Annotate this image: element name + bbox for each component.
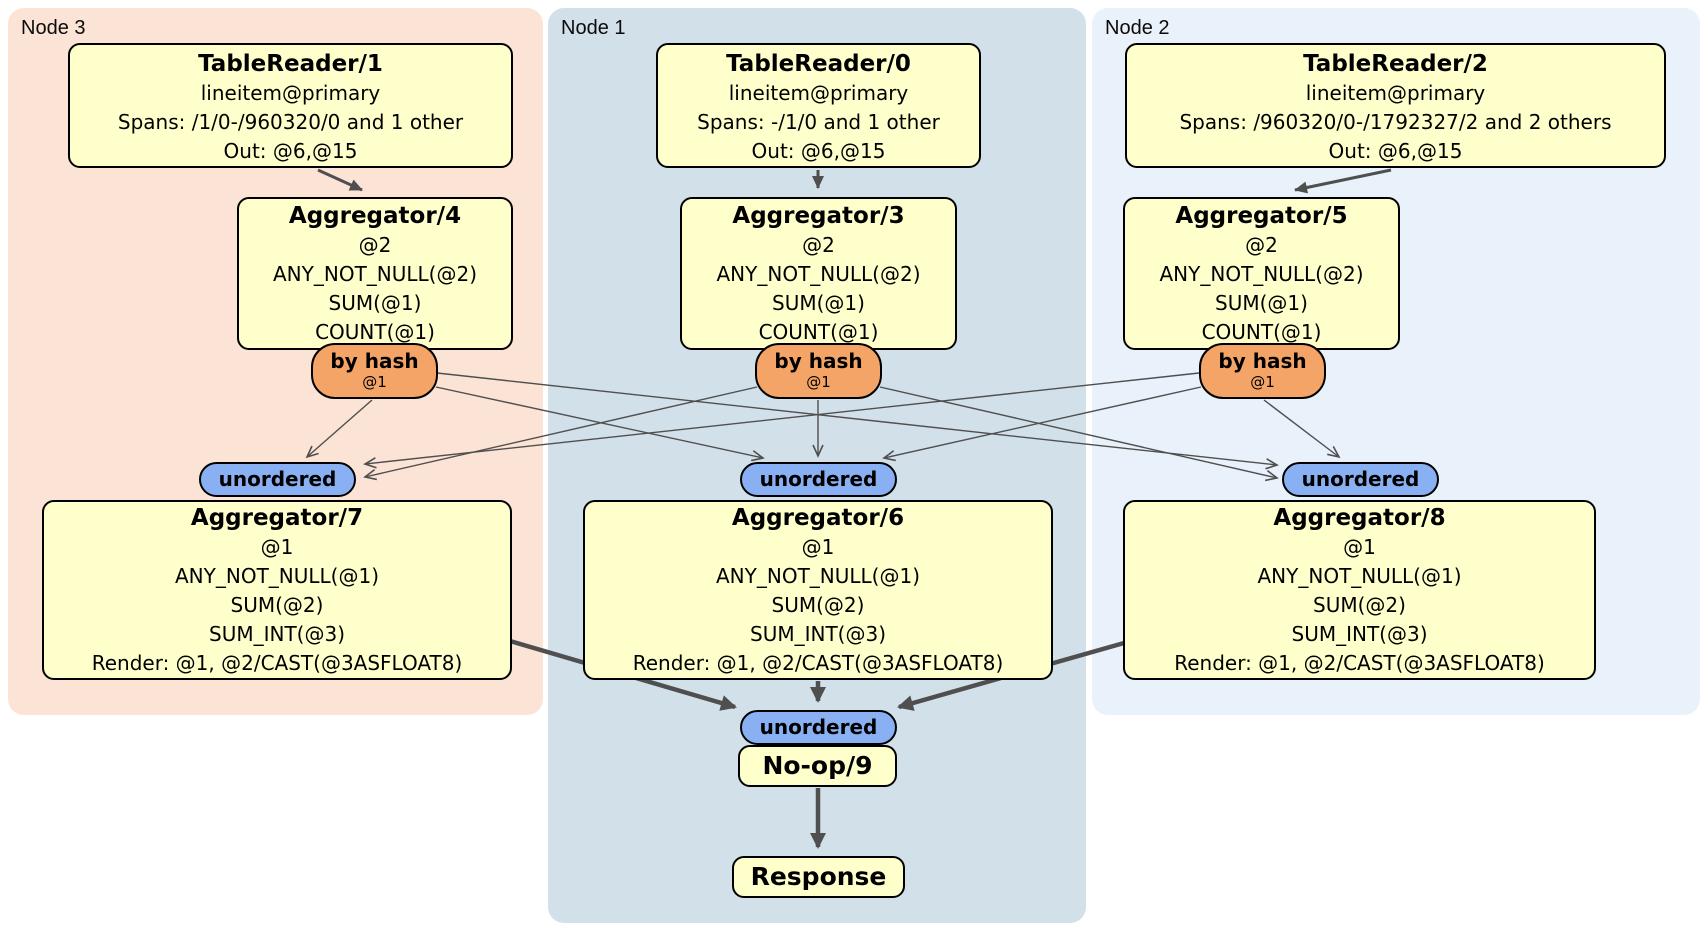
tablereader-2-index: lineitem@primary — [1305, 81, 1486, 105]
unordered-sync-9: unordered — [740, 710, 897, 745]
hash-router-5: by hash @1 — [1199, 343, 1326, 399]
aggregator-3-fn1: ANY_NOT_NULL(@2) — [716, 262, 921, 286]
aggregator-7-title: Aggregator/7 — [190, 505, 364, 531]
tablereader-2-title: TableReader/2 — [1303, 51, 1488, 77]
response-title: Response — [750, 862, 887, 891]
tablereader-2-out: Out: @6,@15 — [1328, 139, 1463, 163]
aggregator-5-title: Aggregator/5 — [1175, 203, 1348, 229]
aggregator-4-groupcols: @2 — [358, 233, 392, 257]
aggregator-3-box: Aggregator/3 @2 ANY_NOT_NULL(@2) SUM(@1)… — [680, 197, 957, 350]
aggregator-5-fn3: COUNT(@1) — [1201, 320, 1322, 344]
aggregator-6-groupcols: @1 — [801, 535, 835, 559]
aggregator-3-fn2: SUM(@1) — [772, 291, 865, 315]
aggregator-6-fn2: SUM(@2) — [771, 593, 865, 617]
aggregator-8-render: Render: @1, @2/CAST(@3ASFLOAT8) — [1174, 651, 1545, 675]
group-node2-label: Node 2 — [1105, 17, 1170, 39]
aggregator-4-fn2: SUM(@1) — [328, 291, 422, 315]
response-box: Response — [732, 856, 905, 898]
tablereader-0-title: TableReader/0 — [726, 51, 911, 77]
tablereader-1-spans: Spans: /1/0-/960320/0 and 1 other — [117, 110, 464, 134]
hash-router-3-label: by hash — [774, 349, 863, 373]
aggregator-5-groupcols: @2 — [1245, 233, 1278, 257]
hash-router-4-label: by hash — [330, 349, 419, 373]
aggregator-5-box: Aggregator/5 @2 ANY_NOT_NULL(@2) SUM(@1)… — [1123, 197, 1400, 350]
aggregator-4-box: Aggregator/4 @2 ANY_NOT_NULL(@2) SUM(@1)… — [237, 197, 513, 350]
noop-9-title: No-op/9 — [762, 751, 873, 780]
aggregator-7-render: Render: @1, @2/CAST(@3ASFLOAT8) — [91, 651, 463, 675]
unordered-sync-8: unordered — [1282, 462, 1439, 497]
aggregator-8-fn3: SUM_INT(@3) — [1291, 622, 1428, 646]
tablereader-0-spans: Spans: -/1/0 and 1 other — [697, 110, 940, 134]
hash-router-4-detail: @1 — [362, 373, 387, 391]
hash-router-3-detail: @1 — [806, 373, 831, 391]
aggregator-7-fn2: SUM(@2) — [230, 593, 324, 617]
aggregator-3-fn3: COUNT(@1) — [758, 320, 879, 344]
hash-router-4: by hash @1 — [311, 343, 438, 399]
tablereader-0-index: lineitem@primary — [728, 81, 909, 105]
aggregator-4-fn3: COUNT(@1) — [315, 320, 435, 344]
tablereader-1-box: TableReader/1 lineitem@primary Spans: /1… — [68, 43, 513, 168]
aggregator-6-title: Aggregator/6 — [731, 505, 905, 531]
tablereader-0-out: Out: @6,@15 — [751, 139, 886, 163]
tablereader-2-spans: Spans: /960320/0-/1792327/2 and 2 others — [1179, 110, 1612, 134]
hash-router-3: by hash @1 — [755, 343, 882, 399]
group-node1-label: Node 1 — [561, 17, 626, 39]
unordered-sync-6: unordered — [740, 462, 897, 497]
group-node3-label: Node 3 — [21, 17, 86, 39]
tablereader-1-out: Out: @6,@15 — [223, 139, 358, 163]
hash-router-5-detail: @1 — [1250, 373, 1275, 391]
tablereader-0-box: TableReader/0 lineitem@primary Spans: -/… — [656, 43, 981, 168]
aggregator-7-fn3: SUM_INT(@3) — [209, 622, 345, 646]
aggregator-7-groupcols: @1 — [260, 535, 294, 559]
tablereader-arrows — [317, 168, 1392, 194]
aggregator-8-groupcols: @1 — [1343, 535, 1376, 559]
aggregator-6-fn3: SUM_INT(@3) — [750, 622, 886, 646]
aggregator-8-fn1: ANY_NOT_NULL(@1) — [1257, 564, 1462, 588]
aggregator-5-fn1: ANY_NOT_NULL(@2) — [1159, 262, 1364, 286]
noop-9-box: No-op/9 — [738, 745, 897, 787]
aggregator-3-title: Aggregator/3 — [732, 203, 905, 229]
aggregator-4-fn1: ANY_NOT_NULL(@2) — [273, 262, 477, 286]
aggregator-7-fn1: ANY_NOT_NULL(@1) — [175, 564, 379, 588]
aggregator-6-fn1: ANY_NOT_NULL(@1) — [716, 564, 920, 588]
aggregator-6-render: Render: @1, @2/CAST(@3ASFLOAT8) — [632, 651, 1004, 675]
tablereader-2-box: TableReader/2 lineitem@primary Spans: /9… — [1125, 43, 1666, 168]
hash-router-edges — [305, 372, 1341, 482]
aggregator-8-fn2: SUM(@2) — [1313, 593, 1406, 617]
hash-router-5-label: by hash — [1218, 349, 1307, 373]
aggregator-5-fn2: SUM(@1) — [1215, 291, 1308, 315]
aggregator-7-box: Aggregator/7 @1 ANY_NOT_NULL(@1) SUM(@2)… — [42, 500, 512, 680]
aggregator-6-box: Aggregator/6 @1 ANY_NOT_NULL(@1) SUM(@2)… — [583, 500, 1053, 680]
tablereader-1-index: lineitem@primary — [200, 81, 381, 105]
unordered-sync-7: unordered — [199, 462, 356, 497]
aggregator-8-title: Aggregator/8 — [1273, 505, 1446, 531]
aggregator-8-box: Aggregator/8 @1 ANY_NOT_NULL(@1) SUM(@2)… — [1123, 500, 1596, 680]
tablereader-1-title: TableReader/1 — [198, 51, 383, 77]
aggregator-4-title: Aggregator/4 — [288, 203, 462, 229]
aggregator-3-groupcols: @2 — [802, 233, 835, 257]
